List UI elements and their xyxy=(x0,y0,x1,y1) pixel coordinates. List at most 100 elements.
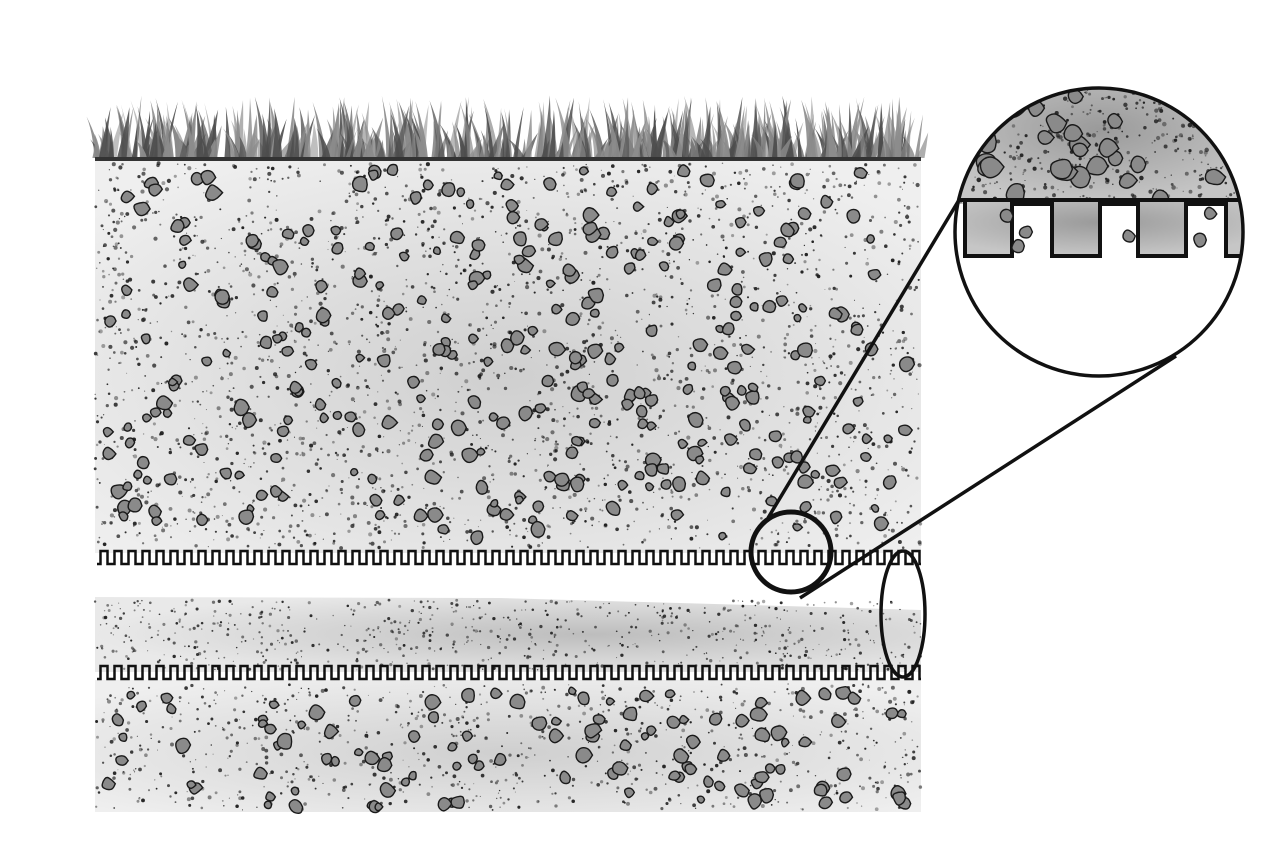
soil-grain xyxy=(147,686,151,689)
soil-grain xyxy=(522,368,525,371)
soil-grain xyxy=(242,269,245,273)
soil-grain xyxy=(415,364,418,367)
soil-grain xyxy=(791,744,794,746)
soil-grain xyxy=(130,298,133,300)
soil-grain xyxy=(747,250,750,253)
soil-grain xyxy=(417,621,420,624)
soil-grain xyxy=(302,351,307,356)
soil-grain xyxy=(577,704,581,708)
soil-grain xyxy=(449,450,454,455)
soil-grain xyxy=(760,804,765,808)
soil-grain xyxy=(368,532,373,537)
soil-grain xyxy=(627,611,630,614)
pebble xyxy=(369,493,383,507)
soil-grain xyxy=(859,479,861,481)
soil-grain xyxy=(402,644,406,647)
soil-grain xyxy=(459,272,463,275)
soil-grain xyxy=(341,806,344,809)
soil-grain xyxy=(196,645,199,648)
soil-grain xyxy=(363,501,367,506)
soil-grain xyxy=(214,530,217,533)
soil-grain xyxy=(514,506,518,510)
soil-grain xyxy=(688,162,691,166)
soil-grain xyxy=(893,233,896,236)
soil-grain xyxy=(807,656,810,660)
soil-grain xyxy=(232,486,236,490)
grass-blade xyxy=(446,100,462,158)
soil-grain xyxy=(368,310,373,315)
soil-grain xyxy=(581,296,584,299)
soil-grain xyxy=(207,642,209,644)
soil-grain xyxy=(261,288,265,292)
soil-grain xyxy=(259,611,263,616)
soil-grain xyxy=(876,603,879,605)
soil-grain xyxy=(579,540,581,542)
soil-grain xyxy=(404,470,408,475)
soil-grain xyxy=(435,306,437,309)
soil-grain xyxy=(461,386,463,388)
soil-grain xyxy=(549,786,551,788)
soil-grain xyxy=(507,616,510,619)
soil-grain xyxy=(107,699,111,704)
grass-blade xyxy=(208,125,222,158)
soil-grain xyxy=(631,292,634,294)
soil-grain xyxy=(562,171,567,175)
soil-grain xyxy=(122,278,125,280)
soil-grain xyxy=(244,267,249,272)
soil-grain xyxy=(214,336,218,340)
soil-grain xyxy=(605,278,609,281)
soil-grain xyxy=(252,293,256,296)
soil-grain xyxy=(602,710,605,713)
soil-grain xyxy=(718,695,723,699)
soil-grain xyxy=(391,661,393,663)
soil-grain xyxy=(574,474,576,477)
soil-grain xyxy=(141,798,145,803)
soil-grain xyxy=(731,519,736,524)
soil-grain xyxy=(648,166,651,169)
soil-grain xyxy=(107,368,110,371)
soil-grain xyxy=(547,220,549,223)
soil-grain xyxy=(383,332,385,334)
soil-grain xyxy=(133,448,137,452)
soil-grain xyxy=(495,766,497,768)
pebble xyxy=(456,187,466,198)
soil-grain xyxy=(380,331,384,335)
soil-grain xyxy=(205,246,210,250)
soil-grain xyxy=(780,166,782,168)
soil-grain xyxy=(798,708,803,712)
soil-grain xyxy=(662,614,667,618)
soil-grain xyxy=(819,734,822,736)
soil-grain xyxy=(587,742,589,744)
soil-grain xyxy=(477,630,479,633)
soil-grain xyxy=(294,241,297,244)
pebble xyxy=(320,752,333,766)
grass-blade xyxy=(902,135,916,158)
soil-grain xyxy=(260,615,263,619)
soil-grain xyxy=(747,488,751,493)
soil-grain xyxy=(404,624,407,628)
soil-grain xyxy=(398,402,402,407)
soil-grain xyxy=(532,281,536,284)
soil-grain xyxy=(360,305,364,309)
soil-grain xyxy=(264,261,269,265)
soil-grain xyxy=(815,273,819,277)
soil-grain xyxy=(522,535,526,540)
soil-grain xyxy=(604,499,606,501)
soil-grain xyxy=(463,203,465,205)
soil-grain xyxy=(418,758,420,761)
soil-grain xyxy=(813,510,816,513)
pebble xyxy=(493,171,503,181)
soil-grain xyxy=(327,374,329,376)
soil-grain xyxy=(606,245,609,248)
soil-grain xyxy=(470,728,472,731)
pebble xyxy=(167,377,179,387)
soil-grain xyxy=(410,712,414,715)
soil-grain xyxy=(377,237,381,240)
soil-grain xyxy=(629,499,634,504)
soil-grain xyxy=(842,629,846,633)
soil-grain xyxy=(897,197,901,202)
soil-grain xyxy=(139,621,142,624)
upper-soil-pebbles xyxy=(102,163,916,546)
soil-grain xyxy=(912,612,916,616)
soil-grain xyxy=(223,656,226,659)
